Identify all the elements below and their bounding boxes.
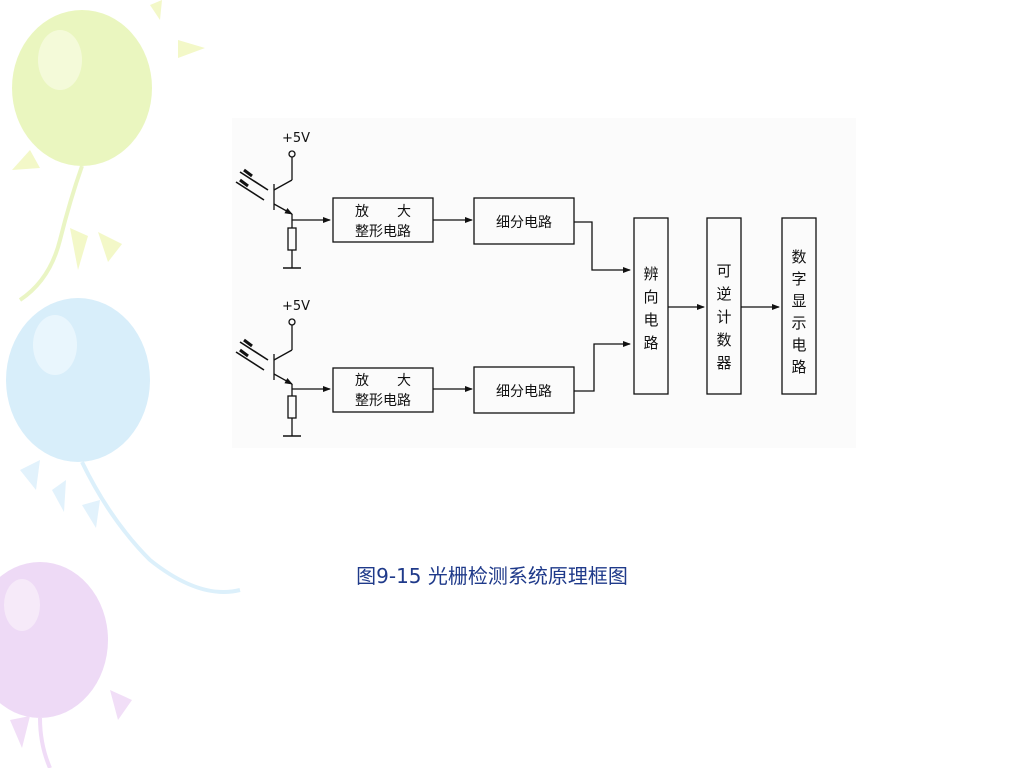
phototransistor-icon	[235, 168, 293, 215]
svg-text:示: 示	[791, 314, 806, 332]
amplifier-label-line1: 放 大	[355, 373, 411, 389]
channel-2: +5V	[235, 299, 631, 437]
supply-label: +5V	[282, 131, 310, 146]
svg-text:显: 显	[791, 292, 806, 310]
supply-label: +5V	[282, 299, 310, 314]
svg-text:字: 字	[791, 270, 806, 288]
blue-balloon	[6, 298, 241, 594]
display-label: 数 字 显 示 电 路	[791, 248, 806, 376]
svg-text:数: 数	[716, 331, 731, 349]
amplifier-label-line1: 放 大	[355, 204, 411, 220]
channel-1: +5V	[235, 131, 631, 273]
amplifier-label-line2: 整形电路	[355, 393, 411, 409]
subdivision-label: 细分电路	[496, 384, 552, 400]
svg-text:计: 计	[716, 308, 731, 326]
svg-text:电: 电	[791, 336, 806, 354]
figure-caption: 图9-15 光栅检测系统原理框图	[0, 560, 1024, 589]
subdivision-label: 细分电路	[496, 215, 552, 231]
svg-text:电: 电	[643, 311, 658, 329]
purple-balloon	[0, 562, 132, 768]
svg-text:路: 路	[791, 358, 806, 376]
svg-text:可: 可	[716, 262, 731, 280]
supply-terminal	[288, 318, 296, 350]
svg-text:向: 向	[643, 288, 658, 306]
subdivision-block	[473, 197, 575, 245]
phototransistor-icon	[235, 338, 293, 385]
display-block	[781, 217, 817, 395]
counter-label: 可 逆 计 数 器	[716, 262, 731, 372]
amplifier-label-line2: 整形电路	[355, 224, 411, 240]
figure-panel	[232, 118, 856, 448]
caption-text: 图9-15 光栅检测系统原理框图	[356, 564, 628, 588]
svg-text:逆: 逆	[716, 285, 731, 303]
resistor-icon	[287, 227, 297, 251]
direction-block	[633, 217, 669, 395]
svg-text:辨: 辨	[643, 265, 658, 283]
amplifier-shaper-block	[332, 367, 434, 413]
resistor-icon	[287, 395, 297, 419]
counter-block	[706, 217, 742, 395]
svg-text:数: 数	[791, 248, 806, 266]
svg-text:器: 器	[716, 354, 731, 372]
svg-text:路: 路	[643, 334, 658, 352]
direction-label: 辨 向 电 路	[643, 265, 658, 352]
supply-terminal	[288, 150, 296, 180]
subdivision-block	[473, 366, 575, 414]
green-balloon	[12, 0, 205, 302]
